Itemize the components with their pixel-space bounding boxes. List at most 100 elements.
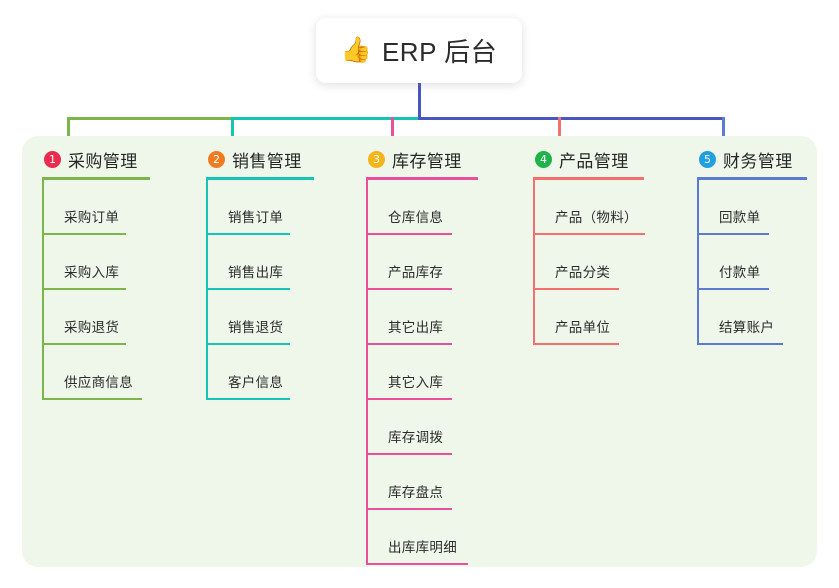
root-node-title: ERP 后台 <box>381 37 498 67</box>
branch-number-badge: 1 <box>44 150 61 168</box>
branch-spine <box>42 180 44 400</box>
leaf-node[interactable]: 其它出库 <box>366 290 478 345</box>
branch-underline <box>533 177 644 180</box>
branch-column-2: 2 销售管理销售订单销售出库销售退货客户信息 <box>206 146 314 400</box>
leaf-node[interactable]: 产品单位 <box>533 290 644 345</box>
leaf-node-underline <box>366 288 452 290</box>
leaf-node-label: 销售退货 <box>228 320 284 335</box>
leaf-node[interactable]: 客户信息 <box>206 345 314 400</box>
leaf-node-label: 采购订单 <box>64 210 120 225</box>
leaf-node[interactable]: 产品库存 <box>366 235 478 290</box>
branch-column-4: 4 产品管理产品（物料） 产品分类产品单位 <box>533 146 645 345</box>
leaf-node-underline <box>366 398 452 400</box>
branch-header[interactable]: 4 产品管理 <box>533 146 644 172</box>
leaf-node-underline <box>366 563 468 565</box>
thumbs-up-icon: 👍 <box>340 36 372 64</box>
branch-title: 产品管理 <box>559 151 629 171</box>
leaf-node[interactable]: 出库库明细 <box>366 510 478 565</box>
leaf-node[interactable]: 销售出库 <box>206 235 314 290</box>
leaf-node-underline <box>533 233 645 235</box>
branch-number-badge: 3 <box>368 150 385 168</box>
leaf-node-underline <box>42 398 142 400</box>
leaf-node[interactable]: 其它入库 <box>366 345 478 400</box>
branch-underline <box>366 177 478 180</box>
leaf-node-underline <box>42 233 126 235</box>
branch-title: 财务管理 <box>723 151 793 171</box>
leaf-node[interactable]: 产品分类 <box>533 235 644 290</box>
leaf-node-underline <box>206 343 290 345</box>
branch-items: 仓库信息产品库存其它出库其它入库库存调拨库存盘点出库库明细 <box>366 180 478 565</box>
leaf-node-underline <box>697 343 783 345</box>
leaf-node-label: 客户信息 <box>228 375 284 390</box>
branch-title: 库存管理 <box>392 151 462 171</box>
branch-items: 采购订单采购入库采购退货供应商信息 <box>42 180 150 400</box>
leaf-node-label: 其它入库 <box>388 375 444 390</box>
branch-spine <box>533 180 535 345</box>
leaf-node[interactable]: 回款单 <box>697 180 807 235</box>
leaf-node-label: 库存盘点 <box>388 485 444 500</box>
branch-underline <box>42 177 150 180</box>
leaf-node-label: 仓库信息 <box>388 210 444 225</box>
leaf-node-underline <box>206 233 290 235</box>
branch-header[interactable]: 2 销售管理 <box>206 146 314 172</box>
leaf-node-underline <box>206 288 290 290</box>
leaf-node[interactable]: 销售退货 <box>206 290 314 345</box>
leaf-node[interactable]: 销售订单 <box>206 180 314 235</box>
leaf-node[interactable]: 供应商信息 <box>42 345 150 400</box>
leaf-node-underline <box>533 288 619 290</box>
leaf-node-label: 结算账户 <box>719 320 775 335</box>
leaf-node-label: 产品（物料） <box>555 210 638 225</box>
leaf-node-underline <box>42 288 126 290</box>
leaf-node[interactable]: 付款单 <box>697 235 807 290</box>
leaf-node-label: 采购入库 <box>64 265 120 280</box>
leaf-node-label: 产品库存 <box>388 265 444 280</box>
branch-items: 销售订单销售出库销售退货客户信息 <box>206 180 314 400</box>
branch-spine <box>366 180 368 565</box>
leaf-node-underline <box>697 233 769 235</box>
root-node-card[interactable]: 👍 ERP 后台 <box>316 18 522 83</box>
leaf-node-label: 其它出库 <box>388 320 444 335</box>
leaf-node[interactable]: 库存调拨 <box>366 400 478 455</box>
branch-items: 产品（物料） 产品分类产品单位 <box>533 180 645 345</box>
branch-column-1: 1 采购管理采购订单采购入库采购退货供应商信息 <box>42 146 150 400</box>
bus-segment-1 <box>67 117 233 120</box>
leaf-node[interactable]: 采购订单 <box>42 180 150 235</box>
leaf-node[interactable]: 采购入库 <box>42 235 150 290</box>
leaf-node-label: 采购退货 <box>64 320 120 335</box>
leaf-node-underline <box>42 343 126 345</box>
branch-header[interactable]: 1 采购管理 <box>42 146 150 172</box>
leaf-node[interactable]: 采购退货 <box>42 290 150 345</box>
leaf-node[interactable]: 产品（物料） <box>533 180 645 235</box>
leaf-node-label: 销售出库 <box>228 265 284 280</box>
trunk-line <box>418 83 421 120</box>
leaf-node-label: 付款单 <box>719 265 761 280</box>
leaf-node-underline <box>366 453 452 455</box>
leaf-node-label: 出库库明细 <box>388 540 457 555</box>
branch-column-3: 3 库存管理仓库信息产品库存其它出库其它入库库存调拨库存盘点出库库明细 <box>366 146 478 565</box>
leaf-node-label: 供应商信息 <box>64 375 133 390</box>
leaf-node-underline <box>533 343 619 345</box>
branch-underline <box>697 177 807 180</box>
branch-header[interactable]: 3 库存管理 <box>366 146 478 172</box>
branch-spine <box>206 180 208 400</box>
leaf-node-underline <box>697 288 769 290</box>
bus-segment-2 <box>231 117 420 120</box>
branch-number-badge: 2 <box>208 150 225 168</box>
leaf-node-label: 产品分类 <box>555 265 611 280</box>
leaf-node-label: 产品单位 <box>555 320 611 335</box>
branch-title: 采购管理 <box>68 151 138 171</box>
branch-items: 回款单付款单结算账户 <box>697 180 807 345</box>
leaf-node-underline <box>366 233 452 235</box>
branch-spine <box>697 180 699 345</box>
leaf-node[interactable]: 仓库信息 <box>366 180 478 235</box>
branch-title: 销售管理 <box>232 151 302 171</box>
leaf-node[interactable]: 结算账户 <box>697 290 807 345</box>
leaf-node-label: 回款单 <box>719 210 761 225</box>
leaf-node[interactable]: 库存盘点 <box>366 455 478 510</box>
leaf-node-underline <box>366 343 452 345</box>
leaf-node-underline <box>366 508 452 510</box>
branch-underline <box>206 177 314 180</box>
branch-number-badge: 4 <box>535 150 552 168</box>
